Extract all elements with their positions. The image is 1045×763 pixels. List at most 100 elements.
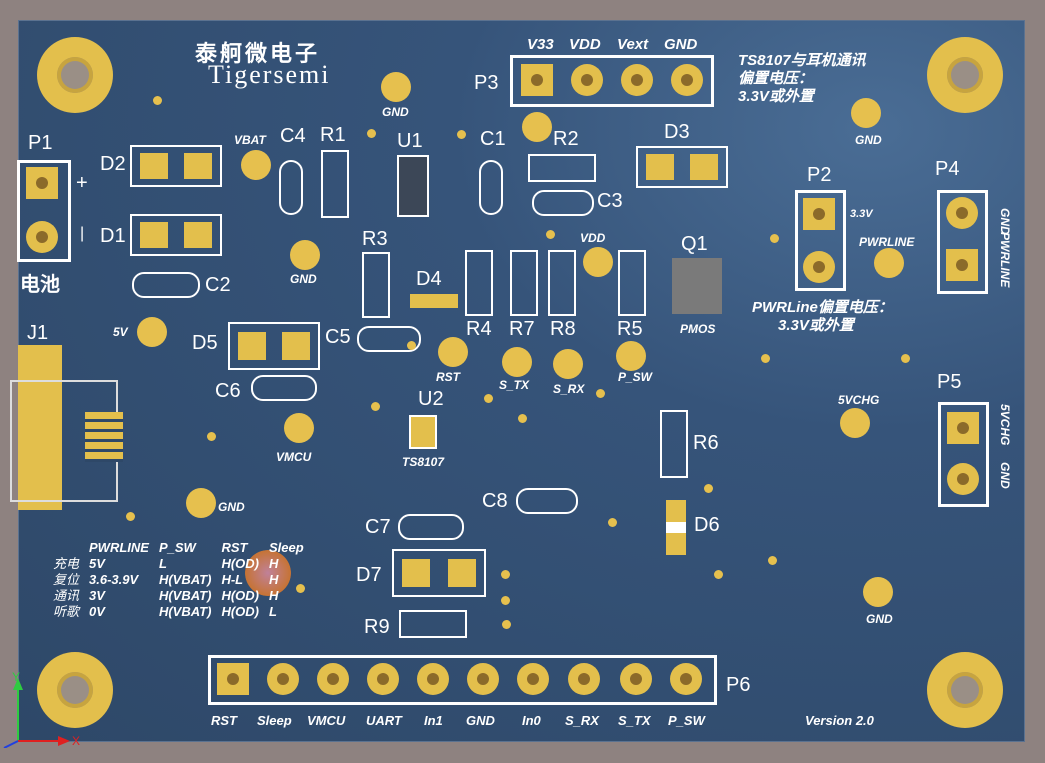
tp-label: GND (855, 133, 882, 147)
mounting-hole (37, 652, 113, 728)
pin-label: PWRLINE (859, 235, 915, 249)
header-p1 (17, 160, 71, 262)
usb-pins (85, 412, 123, 462)
test-point[interactable] (522, 112, 552, 142)
diode-d1 (130, 214, 222, 256)
via (714, 570, 723, 579)
tp-label: S_TX (499, 378, 530, 392)
tp-label: S_RX (553, 382, 585, 396)
resistor-r7 (510, 250, 538, 316)
pin (803, 198, 835, 230)
via (518, 414, 527, 423)
tp-label: VDD (580, 231, 606, 245)
tp-label: P_SW (618, 370, 653, 384)
mounting-hole (927, 652, 1003, 728)
ref-p2: P2 (807, 164, 832, 186)
via (207, 432, 216, 441)
pin-label: 3.3V (850, 208, 873, 220)
pin (417, 663, 449, 695)
resistor-r3 (362, 252, 390, 318)
via (770, 234, 779, 243)
pin (367, 663, 399, 695)
test-point-gnd[interactable] (863, 577, 893, 607)
test-point-rst[interactable] (438, 337, 468, 367)
mosfet-q1 (672, 258, 722, 314)
pin-label: Sleep (257, 713, 292, 728)
pin-label: In0 (522, 713, 541, 728)
pin-label: VMCU (307, 713, 346, 728)
test-point-5vchg[interactable] (840, 408, 870, 438)
ref-r2: R2 (553, 128, 579, 150)
test-point-5v[interactable] (137, 317, 167, 347)
test-point-gnd[interactable] (381, 72, 411, 102)
pin (26, 167, 58, 199)
minus-label: | (80, 225, 85, 242)
ref-q1: Q1 (681, 233, 708, 255)
tp-label: VMCU (276, 450, 312, 464)
plus-label: + (76, 172, 88, 194)
tp-label: 5VCHG (838, 393, 880, 407)
usb-shield (18, 345, 62, 510)
test-point-s-tx[interactable] (502, 347, 532, 377)
via (501, 570, 510, 579)
ref-c1: C1 (480, 128, 506, 150)
test-point-vbat[interactable] (241, 150, 271, 180)
resistor-r4 (465, 250, 493, 316)
test-point-p-sw[interactable] (616, 341, 646, 371)
pin (621, 64, 653, 96)
via (296, 584, 305, 593)
ref-d6: D6 (694, 514, 720, 536)
tp-label: GND (290, 272, 317, 286)
pin-label: In1 (424, 713, 443, 728)
pin-label: GND (664, 36, 698, 53)
pin (803, 251, 835, 283)
via (457, 130, 466, 139)
test-point-pwrline[interactable] (874, 248, 904, 278)
pin (517, 663, 549, 695)
tp-label: GND (866, 612, 893, 626)
pin (317, 663, 349, 695)
via (367, 129, 376, 138)
test-point-vdd[interactable] (583, 247, 613, 277)
ic-u2 (409, 415, 437, 449)
ref-p5: P5 (937, 371, 962, 393)
test-point-s-rx[interactable] (553, 349, 583, 379)
via (768, 556, 777, 565)
cap-c2 (132, 272, 200, 298)
pin-label: PWRLINE (998, 232, 1012, 288)
ref-p1: P1 (28, 132, 53, 154)
header-p4 (937, 190, 988, 294)
pcb-board (18, 20, 1025, 742)
cap-c6 (251, 375, 317, 401)
version-label: Version 2.0 (805, 713, 874, 728)
pin-label: 5VCHG (998, 404, 1012, 446)
test-point-gnd[interactable] (851, 98, 881, 128)
via (501, 596, 510, 605)
pin (568, 663, 600, 695)
led-d6 (666, 500, 686, 555)
pin-label: S_TX (618, 713, 651, 728)
ref-c5: C5 (325, 326, 351, 348)
axis-triad-icon (3, 678, 70, 748)
ref-c4: C4 (280, 125, 306, 147)
resistor-r2 (528, 154, 596, 182)
battery-label: 电池 (20, 274, 60, 296)
ref-r1: R1 (320, 124, 346, 146)
test-point-vmcu[interactable] (284, 413, 314, 443)
tp-label: GND (218, 500, 245, 514)
ref-r9: R9 (364, 616, 390, 638)
pin (267, 663, 299, 695)
cursor-highlight-icon (245, 550, 291, 596)
test-point-gnd[interactable] (186, 488, 216, 518)
via (484, 394, 493, 403)
ref-d3: D3 (664, 121, 690, 143)
via (502, 620, 511, 629)
pin-label: V33 (527, 36, 554, 53)
test-point-gnd[interactable] (290, 240, 320, 270)
ref-c2: C2 (205, 274, 231, 296)
pin (26, 221, 58, 253)
header-p5 (938, 402, 989, 507)
resistor-r9 (399, 610, 467, 638)
